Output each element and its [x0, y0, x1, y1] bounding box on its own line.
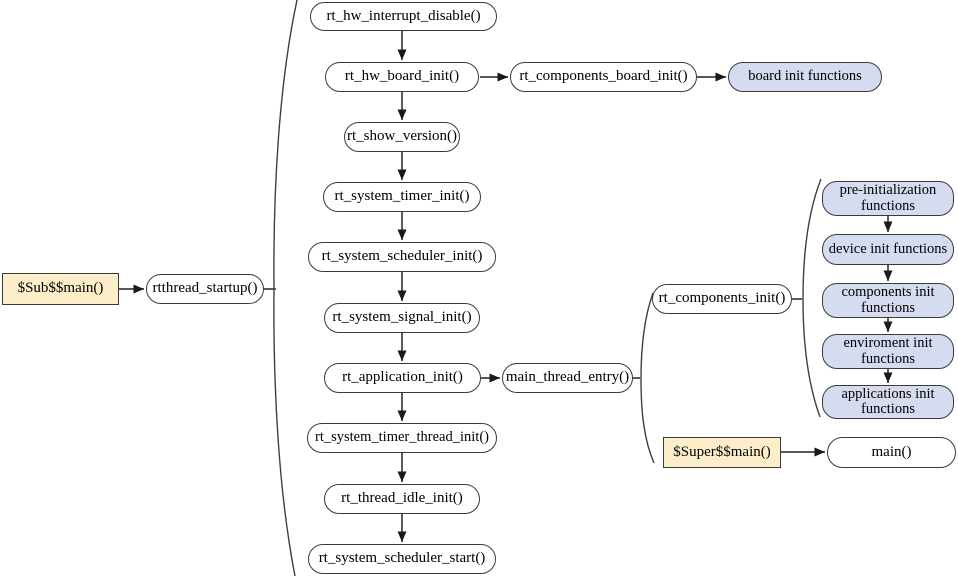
- node-board-init-functions: board init functions: [728, 62, 882, 92]
- node-rt-thread-idle-init: rt_thread_idle_init(): [324, 484, 480, 514]
- node-pre-initialization-functions: pre-initialization functions: [822, 181, 954, 216]
- node-rtthread-startup: rtthread_startup(): [146, 274, 264, 304]
- node-applications-init-functions: applications init functions: [822, 385, 954, 419]
- node-rt-components-init: rt_components_init(): [652, 284, 792, 314]
- node-rt-show-version: rt_show_version(): [344, 122, 460, 152]
- node-rt-hw-interrupt-disable: rt_hw_interrupt_disable(): [310, 2, 497, 31]
- node-main: main(): [827, 437, 956, 468]
- node-super-main: $Super$$main(): [663, 437, 781, 468]
- main-thread-brace: [640, 292, 655, 464]
- node-rt-system-scheduler-start: rt_system_scheduler_start(): [308, 544, 496, 574]
- node-rt-hw-board-init: rt_hw_board_init(): [325, 62, 479, 92]
- node-rt-system-scheduler-init: rt_system_scheduler_init(): [308, 242, 496, 272]
- node-sub-main: $Sub$$main(): [2, 273, 119, 305]
- node-rt-system-signal-init: rt_system_signal_init(): [324, 303, 480, 333]
- node-enviroment-init-functions: enviroment init functions: [822, 334, 954, 369]
- node-rt-application-init: rt_application_init(): [324, 363, 481, 393]
- node-device-init-functions: device init functions: [822, 234, 954, 265]
- node-rt-system-timer-thread-init: rt_system_timer_thread_init(): [307, 423, 497, 453]
- node-rt-system-timer-init: rt_system_timer_init(): [323, 182, 481, 212]
- node-components-init-functions: components init functions: [822, 283, 954, 318]
- node-rt-components-board-init: rt_components_board_init(): [510, 62, 697, 92]
- components-init-brace: [802, 178, 822, 418]
- node-main-thread-entry: main_thread_entry(): [502, 363, 633, 393]
- startup-brace: [273, 0, 298, 576]
